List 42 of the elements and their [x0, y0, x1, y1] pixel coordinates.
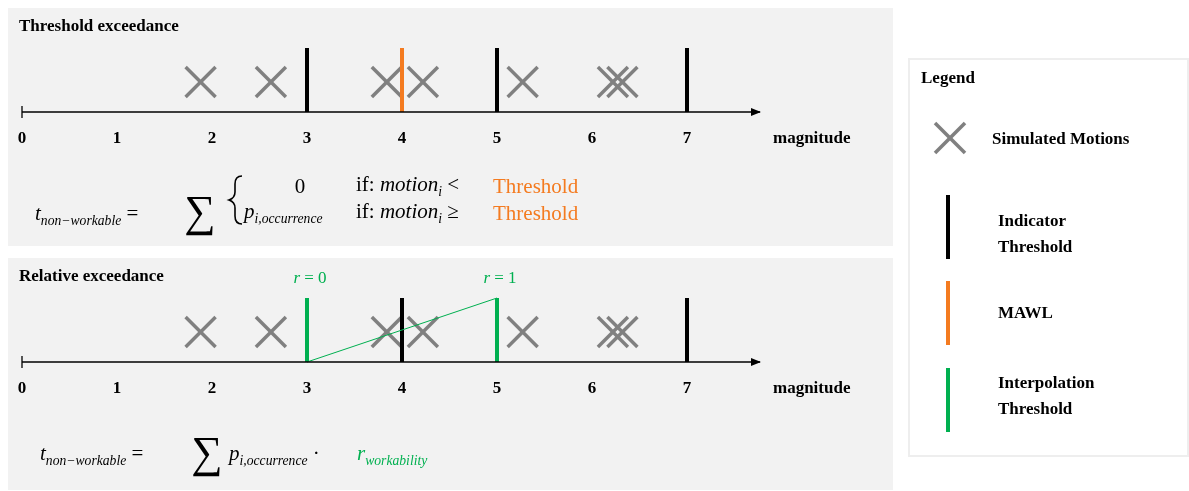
formula-text: if: motion$_{i}$ < [356, 173, 460, 199]
formula-text: p$_{i,occurrence}$ · [229, 442, 320, 468]
formula-text: 0 [294, 175, 306, 197]
tick-label: 4 [397, 378, 407, 396]
tick-label: 6 [587, 378, 597, 396]
formula-text: Threshold [493, 175, 579, 197]
formula-text: p$_{i,occurrence}$ [244, 200, 323, 226]
tick-label: 3 [302, 378, 312, 396]
tick-label: 4 [397, 128, 407, 146]
legend-label: Indicator Threshold [998, 210, 1074, 258]
tick-label: 5 [492, 128, 502, 146]
axis-label: magnitude [773, 128, 851, 146]
legend-box [908, 58, 1189, 457]
legend-title: Legend [921, 68, 975, 88]
tick-label: 5 [492, 378, 502, 396]
tick-label: 7 [682, 128, 692, 146]
legend-label: Simulated Motions [992, 128, 1131, 150]
tick-label: 6 [587, 128, 597, 146]
tick-label: 0 [17, 378, 27, 396]
tick-label: 1 [112, 128, 122, 146]
formula-text: if: motion$_{i}$ ≥ [356, 200, 459, 226]
formula-text: t$_{non−workable}$ = [40, 442, 144, 468]
panel-background [8, 8, 893, 246]
tick-label: 3 [302, 128, 312, 146]
tick-label: 0 [17, 128, 27, 146]
formula-text: t$_{non−workable}$ = [35, 202, 139, 228]
panel-background [8, 258, 893, 490]
panel-title: Threshold exceedance [19, 16, 179, 36]
annotation-label: r = 1 [483, 268, 517, 286]
tick-label: 2 [207, 378, 217, 396]
legend-label: Interpolation Threshold [998, 372, 1096, 420]
tick-label: 1 [112, 378, 122, 396]
legend-label: MAWL [998, 302, 1054, 324]
formula-text: ∑ [184, 190, 216, 234]
panel-title: Relative exceedance [19, 266, 164, 286]
annotation-label: r = 0 [293, 268, 327, 286]
axis-label: magnitude [773, 378, 851, 396]
formula-text: Threshold [493, 202, 579, 224]
tick-label: 7 [682, 378, 692, 396]
formula-text: r$_{workability}$ [357, 442, 428, 468]
tick-label: 2 [207, 128, 217, 146]
formula-text: ∑ [191, 431, 223, 475]
